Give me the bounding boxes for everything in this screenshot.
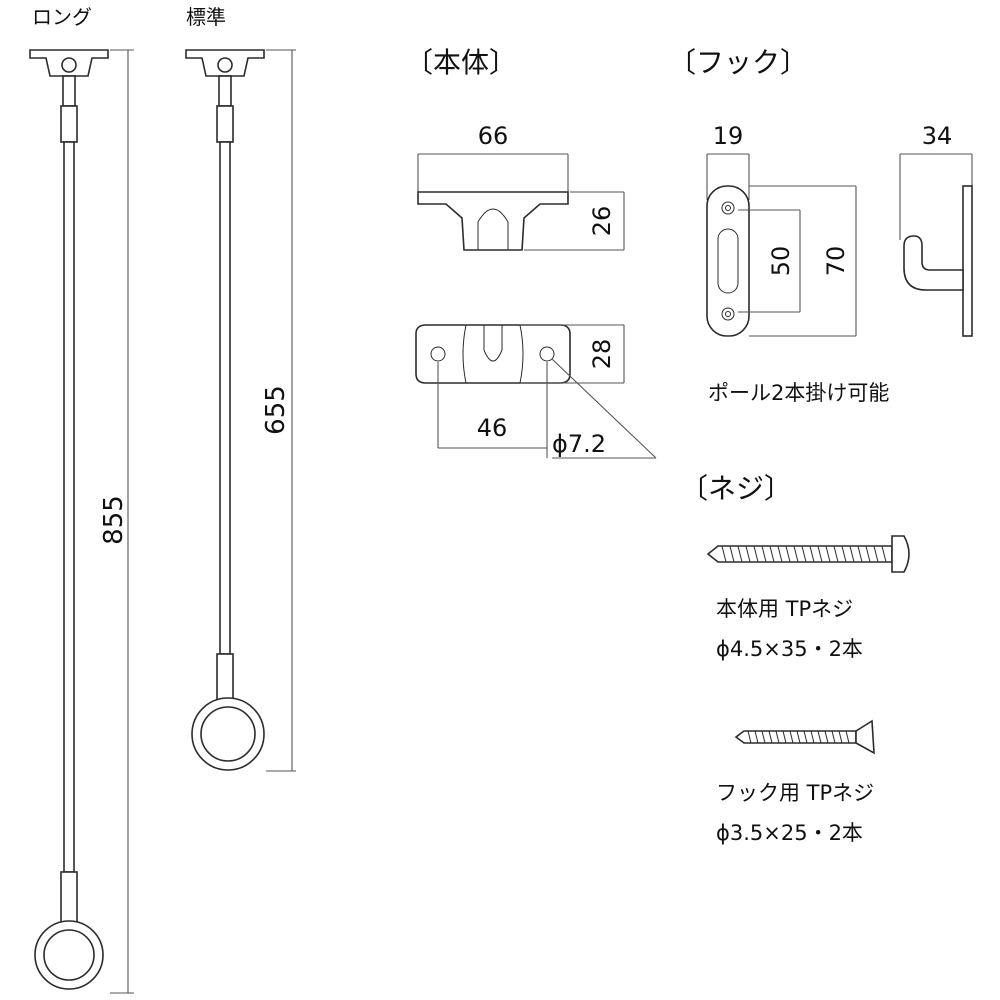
body-screw-label: 本体用 TPネジ (716, 597, 853, 621)
hook-front-plate (706, 185, 750, 337)
standard-rod-ring-inner (200, 706, 256, 762)
hook-section: 〔フック〕 19 50 70 34 ポール2本掛け可能 (668, 46, 973, 405)
screws-section: 〔ネジ〕 本体用 TPネジ ϕ4.5×35・2本 フック用 TPネジ ϕ3.5×… (680, 472, 910, 845)
standard-rod-lower-sleeve (216, 653, 234, 703)
hook-front-hole-bottom-inner (725, 311, 731, 317)
body-screw-head (891, 535, 910, 573)
body-hole-pitch-label: 46 (477, 414, 508, 442)
hook-side-depth-label: 34 (922, 122, 953, 150)
hook-front-width-label: 19 (713, 122, 744, 150)
screws-heading: 〔ネジ〕 (680, 472, 792, 505)
body-heading: 〔本体〕 (405, 46, 517, 79)
long-rod-upper-sleeve (60, 105, 78, 143)
hook-screw-label: フック用 TPネジ (716, 781, 874, 805)
body-hole-diameter-label: ϕ7.2 (552, 430, 606, 458)
standard-rod-label: 標準 (186, 5, 226, 29)
hook-front-hole-bottom (721, 307, 735, 321)
body-screw-hole-left (430, 346, 446, 362)
hook-screw-spec: ϕ3.5×25・2本 (716, 821, 863, 845)
hook-screw-head (855, 719, 875, 755)
hook-side-arm (903, 235, 964, 291)
hook-total-height-label: 70 (822, 246, 850, 277)
body-section: 〔本体〕 66 26 28 46 ϕ7.2 (405, 46, 657, 459)
hook-front-hole-top-inner (725, 205, 731, 211)
body-screw-spec: ϕ4.5×35・2本 (716, 637, 863, 661)
long-rod-length: 855 (99, 495, 129, 545)
hook-front-hole-top (721, 201, 735, 215)
body-screw-drawing (706, 535, 910, 573)
standard-rod-upper-joint (218, 75, 232, 107)
long-rod-shaft (63, 141, 75, 873)
long-rod-pivot (61, 57, 77, 73)
standard-rod-pivot (217, 57, 233, 73)
standard-rod-shaft (219, 141, 231, 655)
body-width-label: 66 (478, 122, 509, 150)
hook-side-plate (962, 185, 973, 337)
hook-front-slot (717, 228, 739, 294)
long-rod-ring-inner (43, 929, 95, 981)
body-screw-thread (721, 545, 887, 563)
body-screw-shank (706, 545, 893, 563)
hook-screw-thread (747, 730, 850, 744)
body-height-side-label: 26 (588, 206, 616, 237)
hook-screw-drawing (734, 719, 875, 755)
long-rod-lower-sleeve (60, 871, 78, 925)
body-bottom-keyhole (483, 325, 503, 362)
long-rod: ロング 855 (29, 5, 134, 994)
hook-note: ポール2本掛け可能 (708, 381, 889, 405)
body-side-view (417, 191, 569, 251)
body-height-bottom-label: 28 (588, 339, 616, 370)
hook-heading: 〔フック〕 (668, 46, 808, 79)
standard-rod-length: 655 (261, 385, 291, 435)
long-rod-label: ロング (32, 5, 92, 29)
hook-slot-length-label: 50 (767, 246, 795, 277)
standard-rod-upper-sleeve (216, 105, 234, 143)
hook-screw-shank (734, 730, 857, 744)
long-rod-upper-joint (62, 75, 76, 107)
standard-rod: 標準 655 (185, 5, 296, 772)
body-side-keyhole (477, 208, 509, 250)
body-screw-hole-right (539, 346, 555, 362)
body-hole-leader (551, 358, 657, 459)
